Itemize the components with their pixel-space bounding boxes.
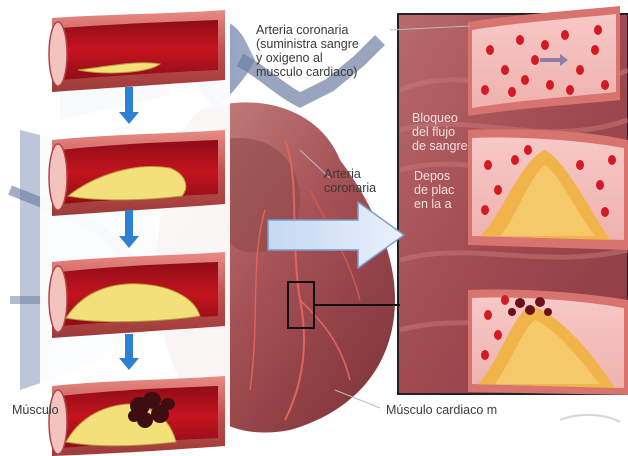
zoomed-vessel-healthy (468, 6, 620, 116)
label-coronaria-1: Arteria (324, 168, 361, 181)
label-coronary-artery-3: y oxigeno al (256, 52, 323, 65)
label-coronary-artery-2: (suministra sangre (256, 38, 359, 51)
label-blockage-1: Bloqueo (412, 112, 458, 125)
label-coronary-artery-1: Arteria coronaria (256, 24, 348, 37)
vessel-stage-4 (49, 376, 225, 456)
label-plaque-1: Depos (414, 170, 450, 183)
label-plaque-2: de plac (414, 184, 454, 197)
label-coronaria-2: coronaria (324, 182, 376, 195)
zoomed-vessel-clot (468, 289, 628, 395)
label-coronary-artery-4: musculo cardiaco) (256, 66, 357, 79)
label-muscle-left: Músculo (12, 404, 59, 417)
vessel-stage-1 (49, 10, 225, 92)
label-blockage-2: del flujo (412, 126, 455, 139)
vessel-stage-2 (49, 130, 225, 216)
zoomed-vessel-plaque (468, 129, 628, 250)
label-muscle-right: Músculo cardiaco m (386, 404, 497, 417)
vessel-stage-3 (49, 252, 225, 338)
label-blockage-3: de sangre (412, 140, 468, 153)
label-plaque-3: en la a (414, 198, 452, 211)
